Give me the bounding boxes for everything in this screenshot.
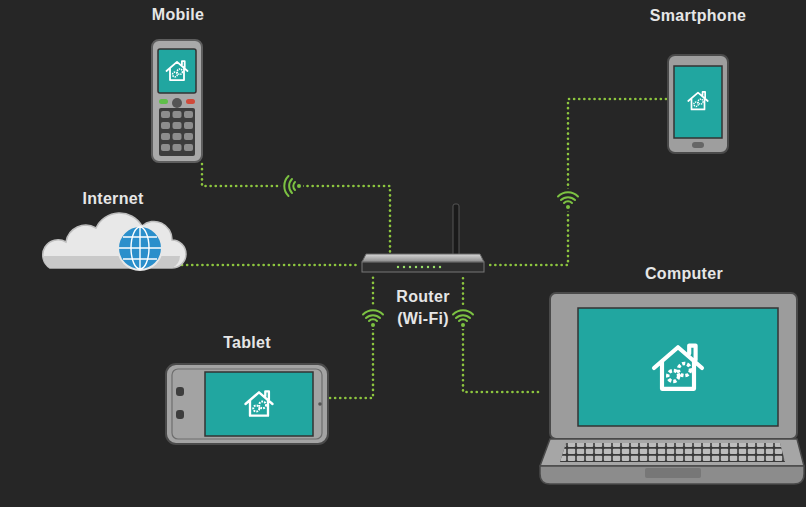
device-label: Smartphone [650,5,746,27]
device-label: Router (Wi-Fi) [386,286,460,329]
tablet-node: Tablet [164,362,330,446]
dotted-connector [486,99,666,265]
mobile-phone-figure [152,40,202,162]
device-label: Mobile [152,4,204,26]
computer-node: Computer [538,291,806,486]
smartphone-node: Smartphone [666,53,730,155]
internet-cloud-figure [43,213,186,270]
dotted-connector [182,264,360,267]
dotted-connector [202,164,390,252]
mobile-node: Mobile [150,38,206,164]
device-label: Computer [645,263,723,285]
dotted-connector [463,274,538,392]
tablet-figure [166,364,328,444]
device-label: Internet [82,188,143,210]
dotted-connector [330,274,373,398]
router-figure [362,204,484,272]
internet-node: Internet [40,212,182,270]
laptop-figure [540,293,804,484]
router-node: Router (Wi-Fi) [360,252,486,274]
device-label: Tablet [223,332,271,354]
smartphone-figure [668,55,728,153]
